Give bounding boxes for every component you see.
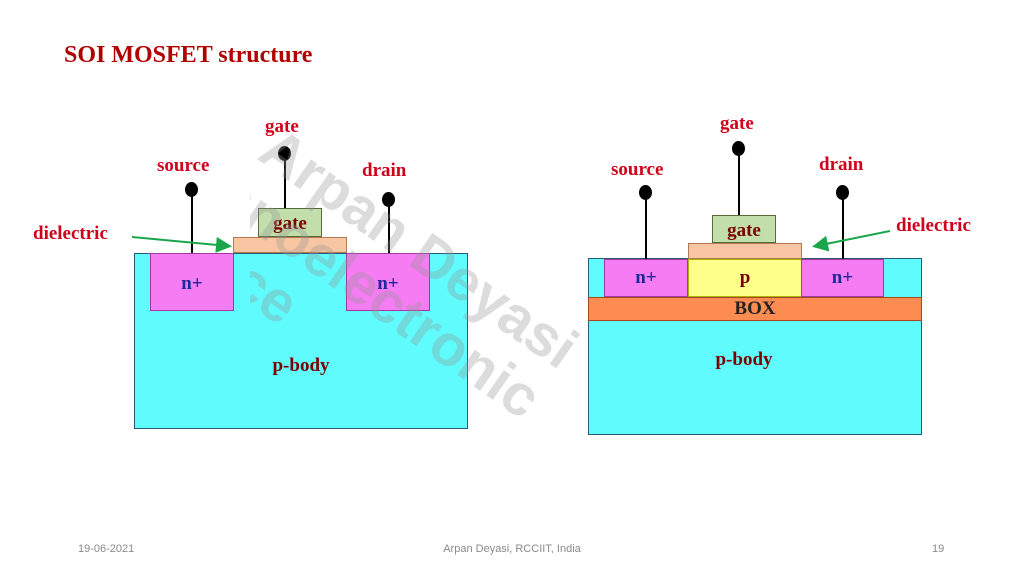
left-n-plus-label: n+ (181, 273, 203, 294)
right-drain-n-plus (801, 259, 884, 297)
page-title: SOI MOSFET structure (64, 42, 313, 68)
footer-page-number: 19 (932, 543, 945, 555)
left-drain-n-plus (346, 253, 430, 311)
left-source-wire (191, 190, 193, 253)
left-source-terminal-dot (185, 182, 198, 197)
left-drain-terminal-dot (382, 192, 395, 207)
footer-author: Arpan Deyasi, RCCIIT, India (443, 543, 581, 555)
right-p-body-label: p-body (715, 349, 773, 370)
right-dielectric-layer (688, 243, 802, 259)
right-buried-oxide-layer (588, 297, 922, 321)
left-drain-label: drain (362, 160, 407, 181)
right-p-label: p (739, 267, 751, 288)
right-dielectric-arrow (812, 230, 891, 252)
right-source-terminal-dot (639, 185, 652, 200)
left-source-label: source (157, 155, 210, 176)
left-source-n-plus (150, 253, 234, 311)
left-n-plus-label-2: n+ (377, 273, 399, 294)
right-drain-terminal-dot (836, 185, 849, 200)
right-n-plus-label-2: n+ (831, 267, 854, 288)
right-source-wire (645, 194, 647, 259)
right-gate-electrode (712, 215, 776, 243)
right-drain-label: drain (819, 154, 864, 175)
left-drain-wire (388, 200, 390, 253)
right-gate-label: gate (727, 220, 761, 241)
left-gate-electrode (258, 208, 322, 237)
right-source-label: source (611, 159, 664, 180)
right-gate-terminal-label: gate (720, 113, 754, 134)
left-gate-terminal-label: gate (265, 116, 299, 137)
right-dielectric-label: dielectric (896, 215, 971, 236)
left-gate-terminal-dot (278, 146, 291, 161)
right-source-n-plus (604, 259, 688, 297)
left-gate-label: gate (273, 213, 307, 234)
right-drain-wire (842, 193, 844, 259)
right-gate-wire (738, 149, 740, 215)
left-p-body-label: p-body (272, 355, 330, 376)
left-dielectric-label: dielectric (33, 223, 108, 244)
right-n-plus-label: n+ (635, 267, 657, 288)
left-gate-wire (284, 155, 286, 208)
footer-date: 19-06-2021 (78, 543, 135, 555)
left-dielectric-arrow (131, 236, 232, 253)
right-gate-terminal-dot (732, 141, 745, 156)
right-box-label: BOX (734, 298, 776, 319)
left-dielectric-layer (233, 237, 347, 253)
